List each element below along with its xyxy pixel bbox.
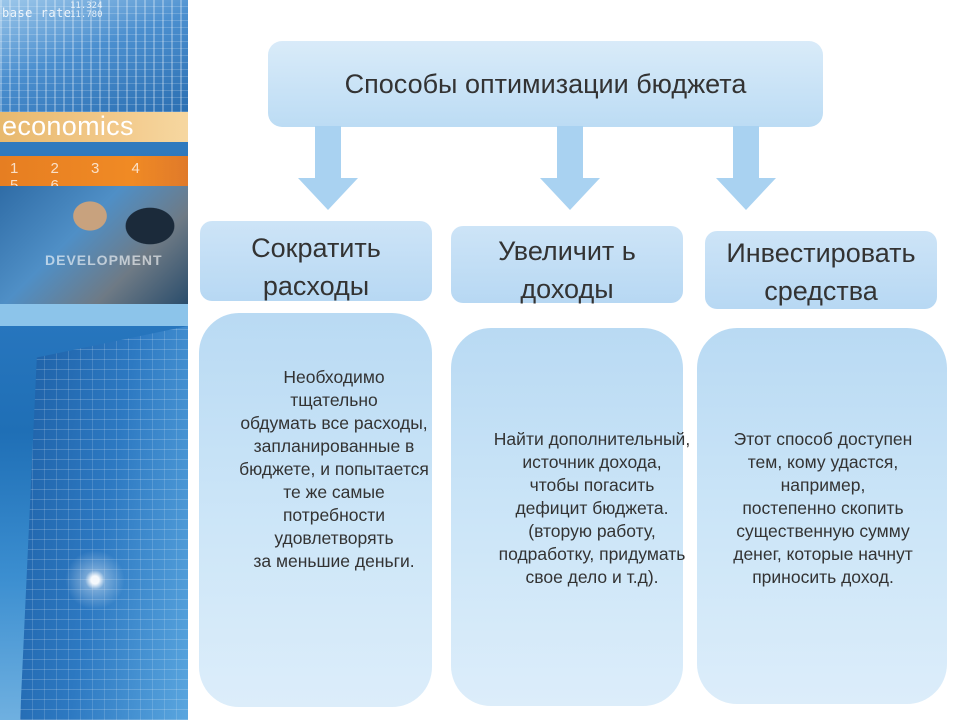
body-box-increase xyxy=(451,328,683,706)
heading-invest-funds: Инвестировать средства xyxy=(705,231,937,309)
arrow-down-icon xyxy=(716,126,776,210)
heading-line: Инвестировать xyxy=(726,238,916,268)
diagram-title: Способы оптимизации бюджета xyxy=(344,68,747,99)
skyscraper-photo xyxy=(0,0,188,112)
development-label: DEVELOPMENT xyxy=(45,252,163,268)
economics-label: economics xyxy=(2,111,134,141)
body-text-reduce: Необходимо тщательно обдумать все расход… xyxy=(239,367,429,571)
rate-numbers: 11.324 11.780 xyxy=(70,1,103,20)
body-text-increase: Найти дополнительный, источник дохода, ч… xyxy=(493,429,691,587)
body-text-invest: Этот способ доступен тем, кому удастся, … xyxy=(733,429,913,587)
arrow-down-icon xyxy=(298,126,358,210)
body-box-invest xyxy=(697,328,947,704)
people-photo xyxy=(0,186,188,304)
light-flare xyxy=(60,545,130,615)
heading-reduce-expenses: Сократить расходы xyxy=(200,221,432,301)
heading-line: расходы xyxy=(262,271,370,301)
office-building-photo xyxy=(20,326,188,720)
arrow-down-icon xyxy=(540,126,600,210)
economics-band xyxy=(0,112,188,142)
base-rate-label: base rate xyxy=(2,6,72,20)
heading-line: доходы xyxy=(520,274,614,304)
side-decoration: base rate 11.324 11.780 economics 1 2 3 … xyxy=(0,0,188,720)
body-box-reduce xyxy=(199,313,432,707)
orange-band xyxy=(0,156,188,186)
title-box: Способы оптимизации бюджета xyxy=(268,41,823,127)
heading-line: Сократить xyxy=(251,233,381,263)
heading-line: Увеличит ь xyxy=(498,236,636,266)
heading-increase-income: Увеличит ь доходы xyxy=(451,226,683,304)
light-band xyxy=(0,304,188,326)
heading-line: средства xyxy=(764,276,878,306)
